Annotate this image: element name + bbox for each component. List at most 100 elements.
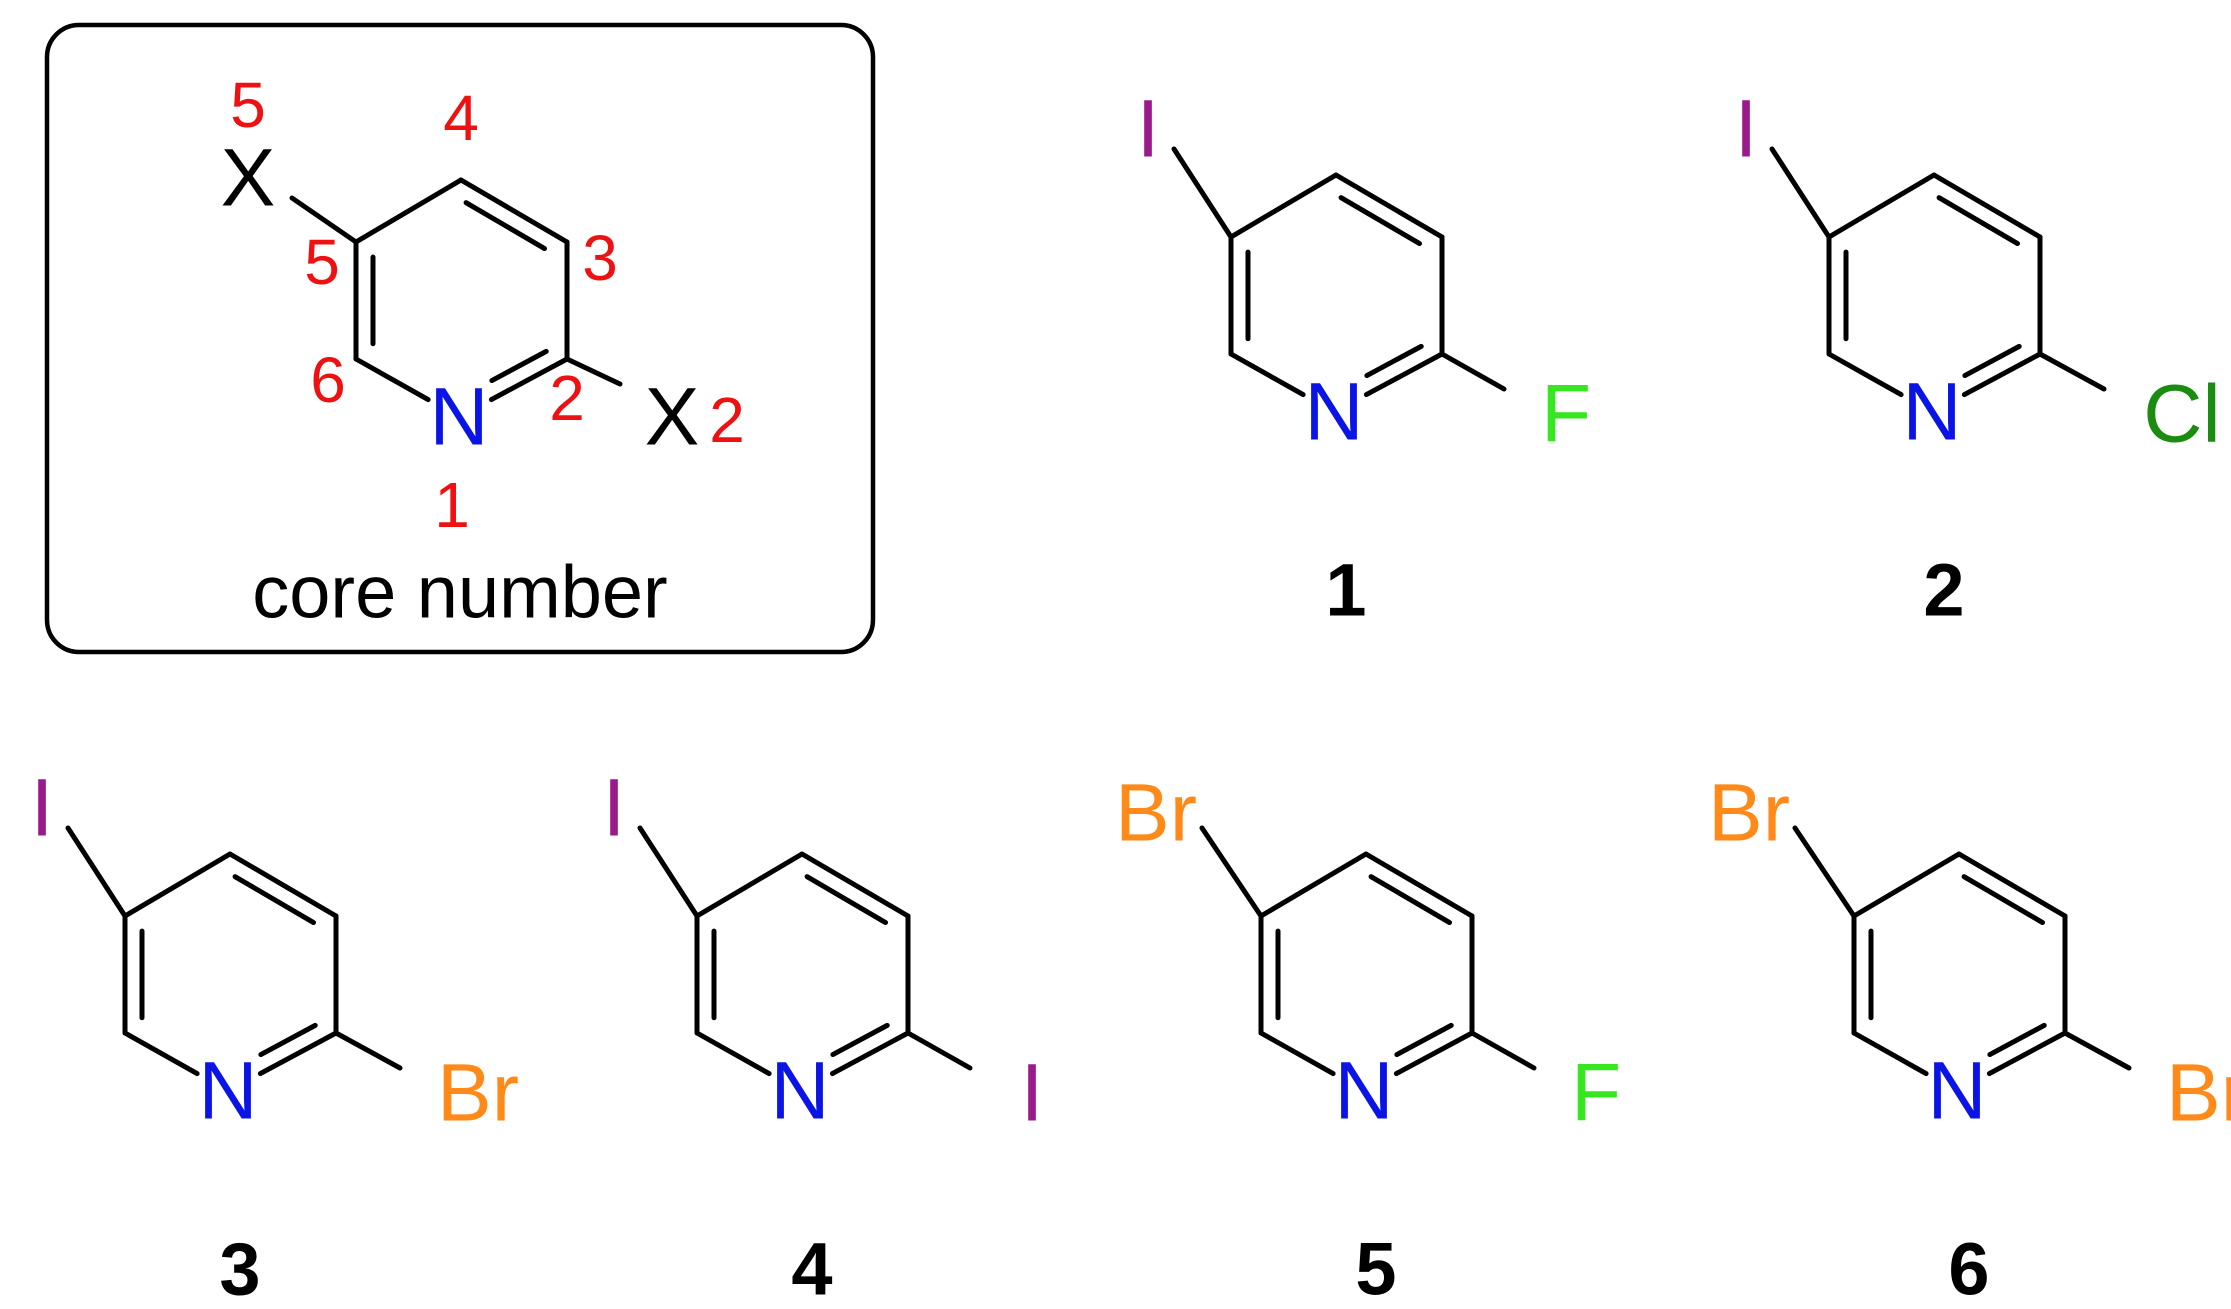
bond-c5-substituent <box>1171 146 1234 240</box>
compound-2-nitrogen: N <box>1902 367 1961 458</box>
core-ring-bonds <box>289 177 623 403</box>
bond-n1-c6 <box>1851 1030 1929 1077</box>
bond-n1-c2 <box>1363 351 1445 398</box>
compound-1-substituent-5: I <box>1137 84 1160 175</box>
compound-6-nitrogen: N <box>1927 1046 1986 1137</box>
compound-3-nitrogen: N <box>198 1046 257 1137</box>
core-position-6: 6 <box>310 344 346 416</box>
double-bond-n1-c2 <box>1987 1022 2047 1058</box>
compound-4-ring-bonds <box>637 825 973 1077</box>
compound-2-substituent-5: I <box>1735 84 1758 175</box>
compound-5-number: 5 <box>1355 1228 1396 1309</box>
bond-c2-substituent <box>1439 351 1507 392</box>
compound-4-substituent-5: I <box>603 763 626 854</box>
compound-2-substituent-2: Cl <box>2143 369 2220 460</box>
bond-c3-c4 <box>1333 172 1445 240</box>
double-bond-c3-c4 <box>463 200 548 252</box>
bond-c4-c5 <box>1228 172 1339 240</box>
compound-5: Br F N 5 <box>1115 768 1621 1309</box>
double-bond-c3-c4 <box>1961 874 2046 926</box>
compound-1-number: 1 <box>1325 549 1366 632</box>
compound-1-ring-bonds <box>1171 146 1507 398</box>
bond-c4-c5 <box>122 851 233 919</box>
compound-2: I Cl N 2 <box>1735 84 2221 632</box>
double-bond-n1-c2 <box>830 1022 890 1058</box>
bond-c4-c5 <box>694 851 805 919</box>
compound-6-number: 6 <box>1948 1228 1989 1309</box>
core-position-2: 2 <box>549 362 585 434</box>
bond-c3-c4 <box>227 851 339 919</box>
compound-2-number: 2 <box>1923 549 1964 632</box>
core-caption: core number <box>252 551 667 634</box>
bond-n1-c2 <box>1986 1030 2068 1077</box>
compound-1-substituent-2: F <box>1541 369 1591 460</box>
bond-n1-c2 <box>829 1030 911 1077</box>
bond-c5-substituent <box>65 825 128 919</box>
bond-c2-substituent <box>564 356 623 387</box>
compound-6-substituent-5: Br <box>1708 768 1790 859</box>
compound-1-nitrogen: N <box>1304 367 1363 458</box>
core-n-label: N <box>429 372 488 463</box>
compound-6: Br Br N 6 <box>1708 768 2231 1309</box>
core-numbering-panel: X X N 5 4 5 3 6 2 2 1 core number <box>44 22 876 655</box>
bond-n1-c6 <box>1826 351 1904 398</box>
double-bond-n1-c2 <box>489 348 549 384</box>
core-position-4: 4 <box>443 82 479 154</box>
compound-4-number: 4 <box>791 1228 832 1309</box>
bond-n1-c2 <box>257 1030 339 1077</box>
core-x2-label: X <box>645 372 700 463</box>
compound-2-ring-bonds <box>1769 146 2107 398</box>
compound-5-substituent-2: F <box>1571 1048 1621 1139</box>
bond-c3-c4 <box>1931 172 2043 240</box>
core-panel-border <box>44 22 876 655</box>
compound-3-number: 3 <box>219 1228 260 1309</box>
bond-n1-c6 <box>1258 1030 1336 1077</box>
core-position-3: 3 <box>582 222 618 294</box>
double-bond-c3-c4 <box>1338 195 1423 247</box>
bond-c5-substituent <box>289 195 359 245</box>
bond-n1-c6 <box>122 1030 200 1077</box>
compound-3-substituent-2: Br <box>437 1048 519 1139</box>
double-bond-c3-c4 <box>804 874 889 926</box>
bond-c2-substituent <box>333 1030 403 1071</box>
bond-c2-substituent <box>1469 1030 1537 1071</box>
core-position-2-x: 2 <box>709 384 745 456</box>
bond-c4-c5 <box>1826 172 1937 240</box>
bond-c4-c5 <box>1851 851 1962 919</box>
compound-4: I I N 4 <box>603 763 1044 1309</box>
core-position-5-ring: 5 <box>304 226 340 298</box>
double-bond-c3-c4 <box>1936 195 2021 247</box>
core-position-1: 1 <box>434 469 470 541</box>
compound-3-ring-bonds <box>65 825 403 1077</box>
bond-n1-c2 <box>1393 1030 1475 1077</box>
core-x5-label: X <box>221 133 276 224</box>
bond-c2-substituent <box>2062 1030 2132 1071</box>
compound-4-substituent-2: I <box>1021 1048 1044 1139</box>
bond-c5-substituent <box>1792 825 1857 919</box>
bond-c4-c5 <box>1258 851 1369 919</box>
bond-c5-substituent <box>1769 146 1832 240</box>
double-bond-n1-c2 <box>1394 1022 1454 1058</box>
compound-1: I F N 1 <box>1137 84 1591 632</box>
bond-n1-c2 <box>1961 351 2043 398</box>
double-bond-n1-c2 <box>1364 343 1424 379</box>
bond-c2-substituent <box>2037 351 2107 392</box>
compound-5-substituent-5: Br <box>1115 768 1197 859</box>
compound-5-nitrogen: N <box>1334 1046 1393 1137</box>
compound-6-ring-bonds <box>1792 825 2132 1077</box>
bond-c3-c4 <box>458 177 570 245</box>
bond-n1-c2 <box>488 356 570 403</box>
bond-c3-c4 <box>1363 851 1475 919</box>
compound-6-substituent-2: Br <box>2166 1048 2231 1139</box>
core-position-5-x: 5 <box>230 69 266 141</box>
double-bond-c3-c4 <box>232 874 317 926</box>
bond-c5-substituent <box>1199 825 1264 919</box>
double-bond-n1-c2 <box>1962 343 2022 379</box>
bond-n1-c6 <box>353 356 431 403</box>
bond-c2-substituent <box>905 1030 973 1071</box>
compound-4-nitrogen: N <box>770 1046 829 1137</box>
compound-3: I Br N 3 <box>31 763 519 1309</box>
bond-n1-c6 <box>1228 351 1306 398</box>
bond-c4-c5 <box>353 177 464 245</box>
